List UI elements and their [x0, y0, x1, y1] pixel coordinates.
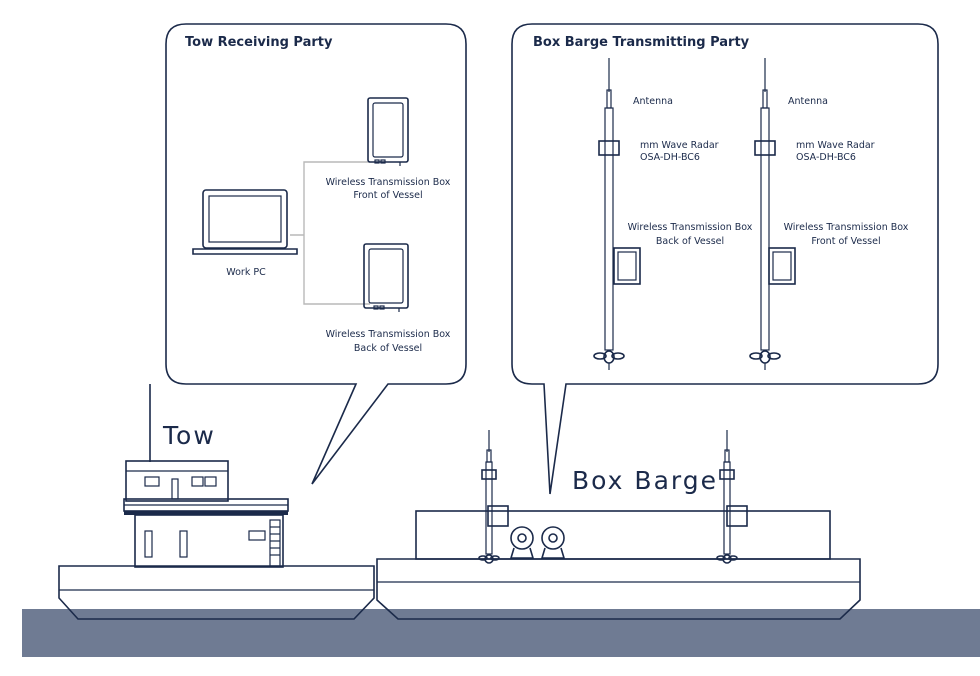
left-box-label-2: Back of Vessel — [656, 236, 724, 247]
laptop-icon — [192, 189, 298, 255]
barge-transmitting-callout: Box Barge Transmitting Party Antenna mm … — [511, 23, 939, 495]
tow-receiving-callout: Tow Receiving Party Work PC Wireless Tra… — [165, 23, 467, 485]
right-box-label-2: Front of Vessel — [811, 236, 880, 247]
box-barge — [376, 430, 861, 620]
tow-label: Tow — [162, 421, 216, 450]
right-radar-label-2: OSA-DH-BC6 — [796, 152, 856, 163]
left-antenna-label: Antenna — [633, 96, 673, 107]
box-back-label-2: Back of Vessel — [354, 343, 422, 354]
box-back-label-1: Wireless Transmission Box — [326, 329, 451, 340]
left-radar-label-2: OSA-DH-BC6 — [640, 152, 700, 163]
sea — [22, 609, 980, 657]
transmission-box-back-icon — [363, 243, 409, 312]
work-pc-label: Work PC — [226, 267, 266, 278]
right-antenna-label: Antenna — [788, 96, 828, 107]
barge-mast-left-icon — [478, 430, 509, 564]
left-radar-label-1: mm Wave Radar — [640, 140, 719, 151]
box-barge-label: Box Barge — [572, 466, 718, 495]
tow-callout-title: Tow Receiving Party — [185, 35, 333, 50]
tow-boat — [58, 384, 375, 620]
right-mast-icon — [749, 58, 796, 370]
left-mast-icon — [593, 58, 641, 370]
bollard-icon — [509, 526, 535, 559]
network-wiring — [290, 161, 370, 305]
right-radar-label-1: mm Wave Radar — [796, 140, 875, 151]
left-box-label-1: Wireless Transmission Box — [628, 222, 753, 233]
barge-mast-right-icon — [716, 430, 748, 564]
transmission-box-front-icon — [367, 97, 409, 166]
bollard-icon — [540, 526, 566, 559]
right-box-label-1: Wireless Transmission Box — [784, 222, 909, 233]
barge-callout-title: Box Barge Transmitting Party — [533, 35, 750, 50]
box-front-label-2: Front of Vessel — [353, 190, 422, 201]
box-front-label-1: Wireless Transmission Box — [326, 177, 451, 188]
